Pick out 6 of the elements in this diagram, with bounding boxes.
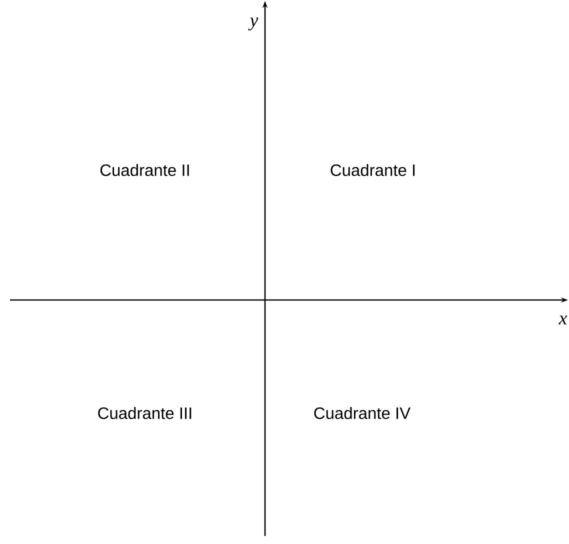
quadrant-label: Cuadrante III xyxy=(98,406,192,420)
axis-label: x xyxy=(558,316,568,324)
quadrant-label: Cuadrante IV xyxy=(314,406,411,420)
quadrant-label: Cuadrante II xyxy=(100,164,189,176)
axis-label: y xyxy=(248,18,258,30)
quadrant-label: Cuadrante I xyxy=(330,164,415,176)
